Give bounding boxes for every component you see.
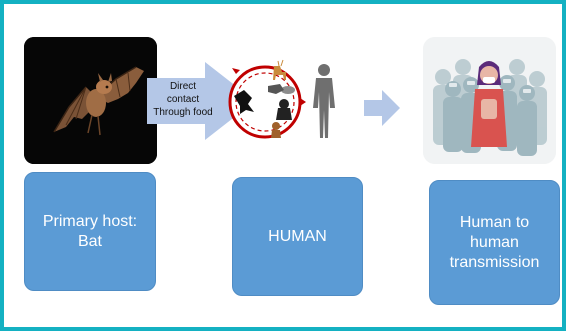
human-label: HUMAN	[268, 227, 327, 245]
bat-image	[24, 37, 157, 164]
small-arrow-icon	[364, 90, 400, 126]
arrow-caption-line-3: Through food	[153, 107, 213, 118]
h2h-line-1: Human to	[459, 213, 530, 231]
human-box: HUMAN	[232, 177, 363, 296]
h2h-line-3: transmission	[449, 253, 540, 271]
masked-crowd-icon	[423, 37, 556, 164]
wildlife-to-human-image	[226, 52, 346, 152]
primary-host-box: Primary host: Bat	[24, 172, 156, 291]
transmission-arrow-icon	[147, 62, 255, 140]
arrow-caption: Direct contact Through food	[147, 80, 219, 119]
bat-icon	[24, 37, 157, 164]
primary-host-line-2: Bat	[77, 232, 102, 250]
primary-host-line-1: Primary host:	[42, 212, 138, 230]
human-silhouette-icon	[313, 64, 335, 138]
human-to-human-box: Human to human transmission	[429, 180, 560, 305]
arrow-caption-line-2: contact	[166, 94, 200, 105]
wildlife-wheel-icon	[228, 59, 335, 139]
arrow-caption-line-1: Direct	[169, 81, 197, 92]
h2h-line-2: human	[470, 233, 519, 251]
crowd-image	[423, 37, 556, 164]
